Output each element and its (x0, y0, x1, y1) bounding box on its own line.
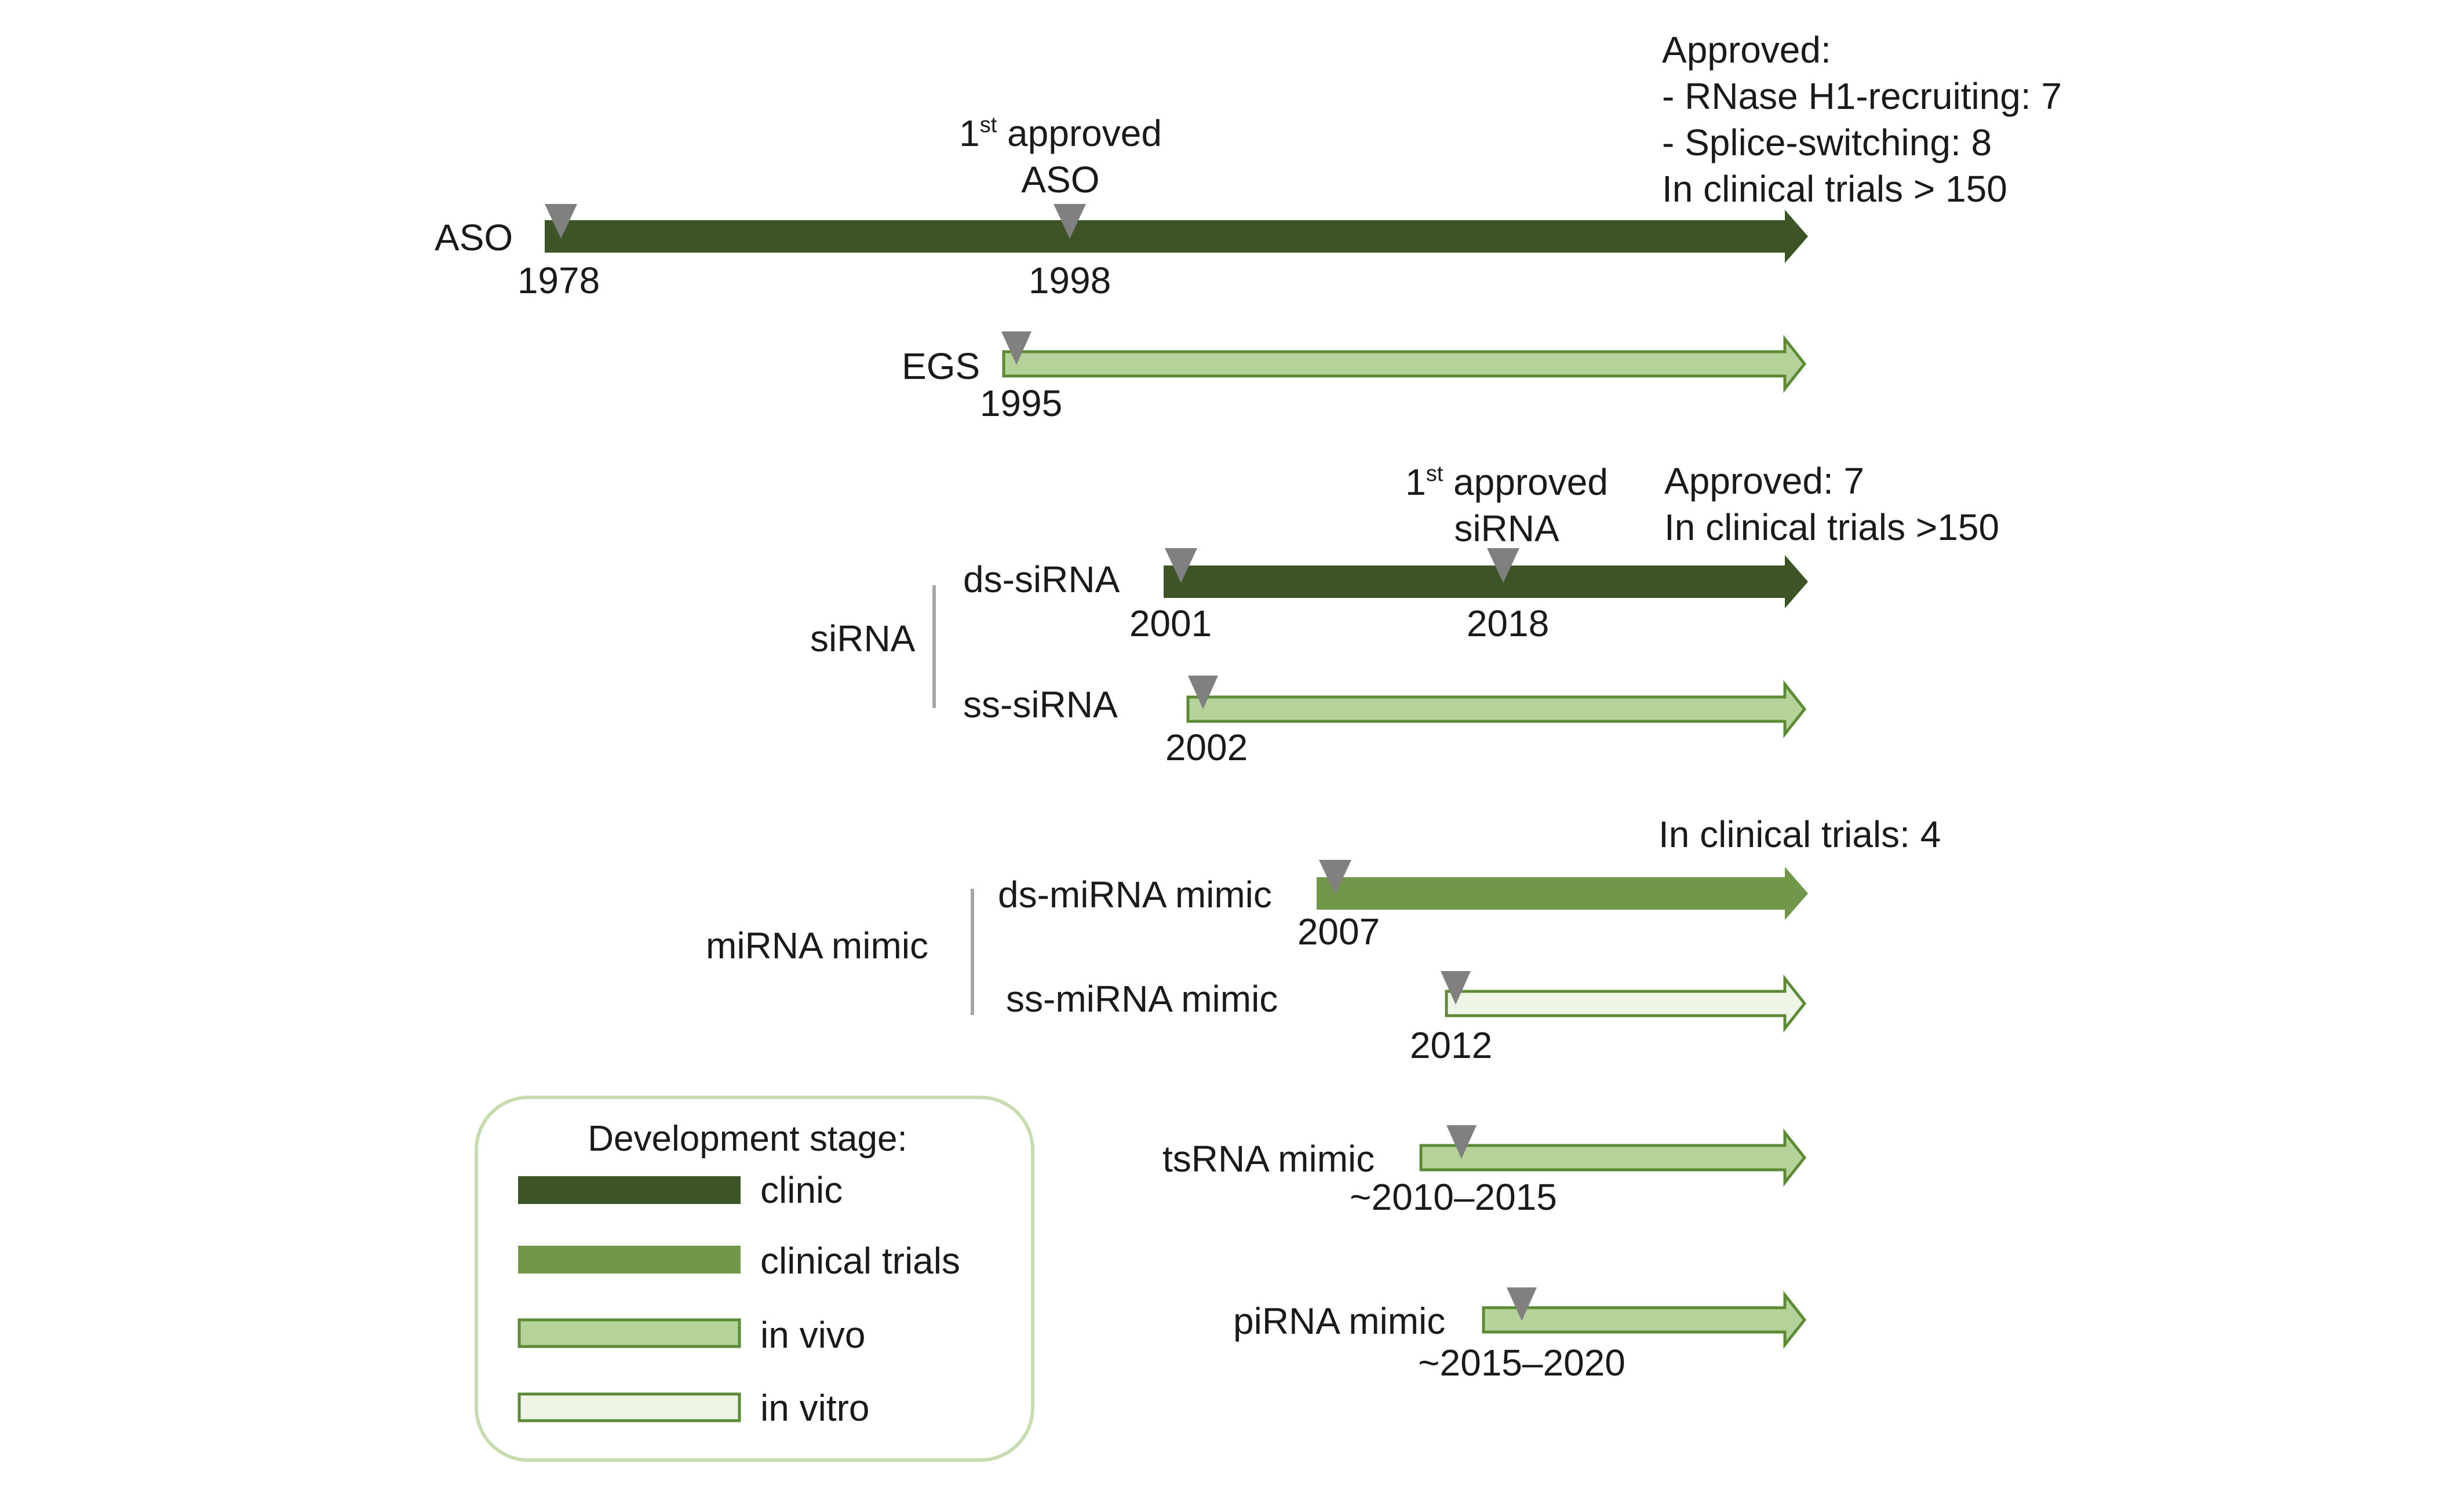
legend-swatch-in-vitro (517, 1392, 741, 1422)
sirna-annotation-line2: In clinical trials >150 (1664, 506, 1999, 548)
legend-swatch-in-vivo (517, 1318, 741, 1348)
ds-mirna-start-year: 2007 (1297, 911, 1380, 953)
aso-milestone-note-line2: ASO (1021, 159, 1099, 200)
ds-sirna-timeline: ds-siRNA 2001 2018 1st approved siRNA (963, 461, 1808, 644)
ds-sirna-start-marker (1165, 548, 1197, 583)
ss-sirna-label: ss-siRNA (963, 684, 1118, 725)
egs-start-year: 1995 (980, 382, 1062, 424)
ss-sirna-arrow (1186, 680, 1807, 739)
aso-arrow (545, 210, 1808, 263)
legend-swatch-clinical-trials (518, 1246, 741, 1274)
ss-mirna-timeline: ss-miRNA mimic 2012 (1006, 971, 1807, 1066)
legend-box (475, 1096, 1034, 1462)
tsrna-start-marker (1446, 1125, 1477, 1159)
sirna-group: siRNA (810, 585, 936, 708)
legend-label-clinical-trials: clinical trials (760, 1240, 960, 1282)
legend: Development stage: clinic clinical trial… (475, 1096, 1034, 1462)
ss-sirna-start-marker (1188, 676, 1218, 709)
tsrna-label: tsRNA mimic (1162, 1138, 1375, 1180)
aso-start-year: 1978 (517, 260, 600, 301)
tsrna-start-year: ~2010–2015 (1350, 1176, 1557, 1218)
legend-title: Development stage: (588, 1119, 907, 1159)
ds-mirna-label: ds-miRNA mimic (998, 874, 1272, 915)
ss-mirna-start-year: 2012 (1410, 1024, 1492, 1066)
ds-sirna-start-year: 2001 (1129, 603, 1212, 644)
ds-sirna-label: ds-siRNA (963, 559, 1120, 600)
pirna-start-marker (1507, 1287, 1537, 1321)
legend-swatch-clinic (518, 1176, 741, 1204)
ss-sirna-timeline: ss-siRNA 2002 (963, 676, 1807, 768)
sirna-annotation: Approved: 7 In clinical trials >150 (1664, 460, 1999, 548)
mirna-group-label: miRNA mimic (706, 925, 928, 966)
aso-annotation-line1: Approved: (1662, 29, 1831, 71)
ds-sirna-milestone-year: 2018 (1467, 603, 1549, 644)
egs-timeline: EGS 1995 (902, 331, 1807, 424)
mirna-annotation: In clinical trials: 4 (1659, 813, 1941, 855)
pirna-label: piRNA mimic (1233, 1300, 1445, 1342)
legend-label-in-vitro: in vitro (760, 1387, 870, 1429)
ds-mirna-timeline: ds-miRNA mimic 2007 (998, 860, 1808, 953)
aso-label: ASO (435, 217, 513, 258)
aso-timeline: ASO 1978 1998 1st approved ASO (435, 112, 1808, 301)
ds-sirna-milestone-marker (1487, 548, 1519, 583)
ds-sirna-arrow (1164, 555, 1808, 608)
pirna-arrow (1482, 1290, 1807, 1349)
ss-sirna-start-year: 2002 (1165, 727, 1248, 768)
aso-annotation-line4: In clinical trials > 150 (1662, 168, 2007, 210)
pirna-start-year: ~2015–2020 (1418, 1342, 1625, 1384)
tsrna-timeline: tsRNA mimic ~2010–2015 (1162, 1125, 1807, 1218)
legend-label-in-vivo: in vivo (760, 1314, 865, 1356)
ss-mirna-arrow (1445, 974, 1807, 1033)
sirna-group-label: siRNA (810, 618, 916, 659)
aso-start-marker (545, 204, 577, 239)
ss-mirna-start-marker (1441, 971, 1471, 1005)
egs-start-marker (1001, 331, 1031, 365)
aso-milestone-note-line1: 1st approved (959, 112, 1162, 154)
legend-label-clinic: clinic (760, 1169, 843, 1211)
ds-sirna-milestone-note-line1: 1st approved (1405, 461, 1608, 503)
sirna-annotation-line1: Approved: 7 (1664, 460, 1864, 502)
aso-annotation-line2: - RNase H1-recruiting: 7 (1662, 75, 2062, 117)
aso-annotation: Approved: - RNase H1-recruiting: 7 - Spl… (1662, 29, 2062, 210)
ds-sirna-milestone-note-line2: siRNA (1454, 508, 1559, 549)
egs-arrow (1002, 334, 1807, 393)
ds-mirna-start-marker (1319, 860, 1351, 895)
mirna-annotation-line1: In clinical trials: 4 (1659, 813, 1941, 855)
pirna-timeline: piRNA mimic ~2015–2020 (1233, 1287, 1807, 1384)
ss-mirna-label: ss-miRNA mimic (1006, 978, 1278, 1020)
egs-label: EGS (902, 345, 980, 387)
aso-annotation-line3: - Splice-switching: 8 (1662, 122, 1992, 163)
aso-milestone-marker (1054, 204, 1086, 239)
ds-mirna-arrow (1317, 867, 1808, 920)
aso-milestone-year: 1998 (1029, 260, 1111, 301)
mirna-group: miRNA mimic (706, 889, 974, 1015)
tsrna-arrow (1419, 1128, 1807, 1187)
